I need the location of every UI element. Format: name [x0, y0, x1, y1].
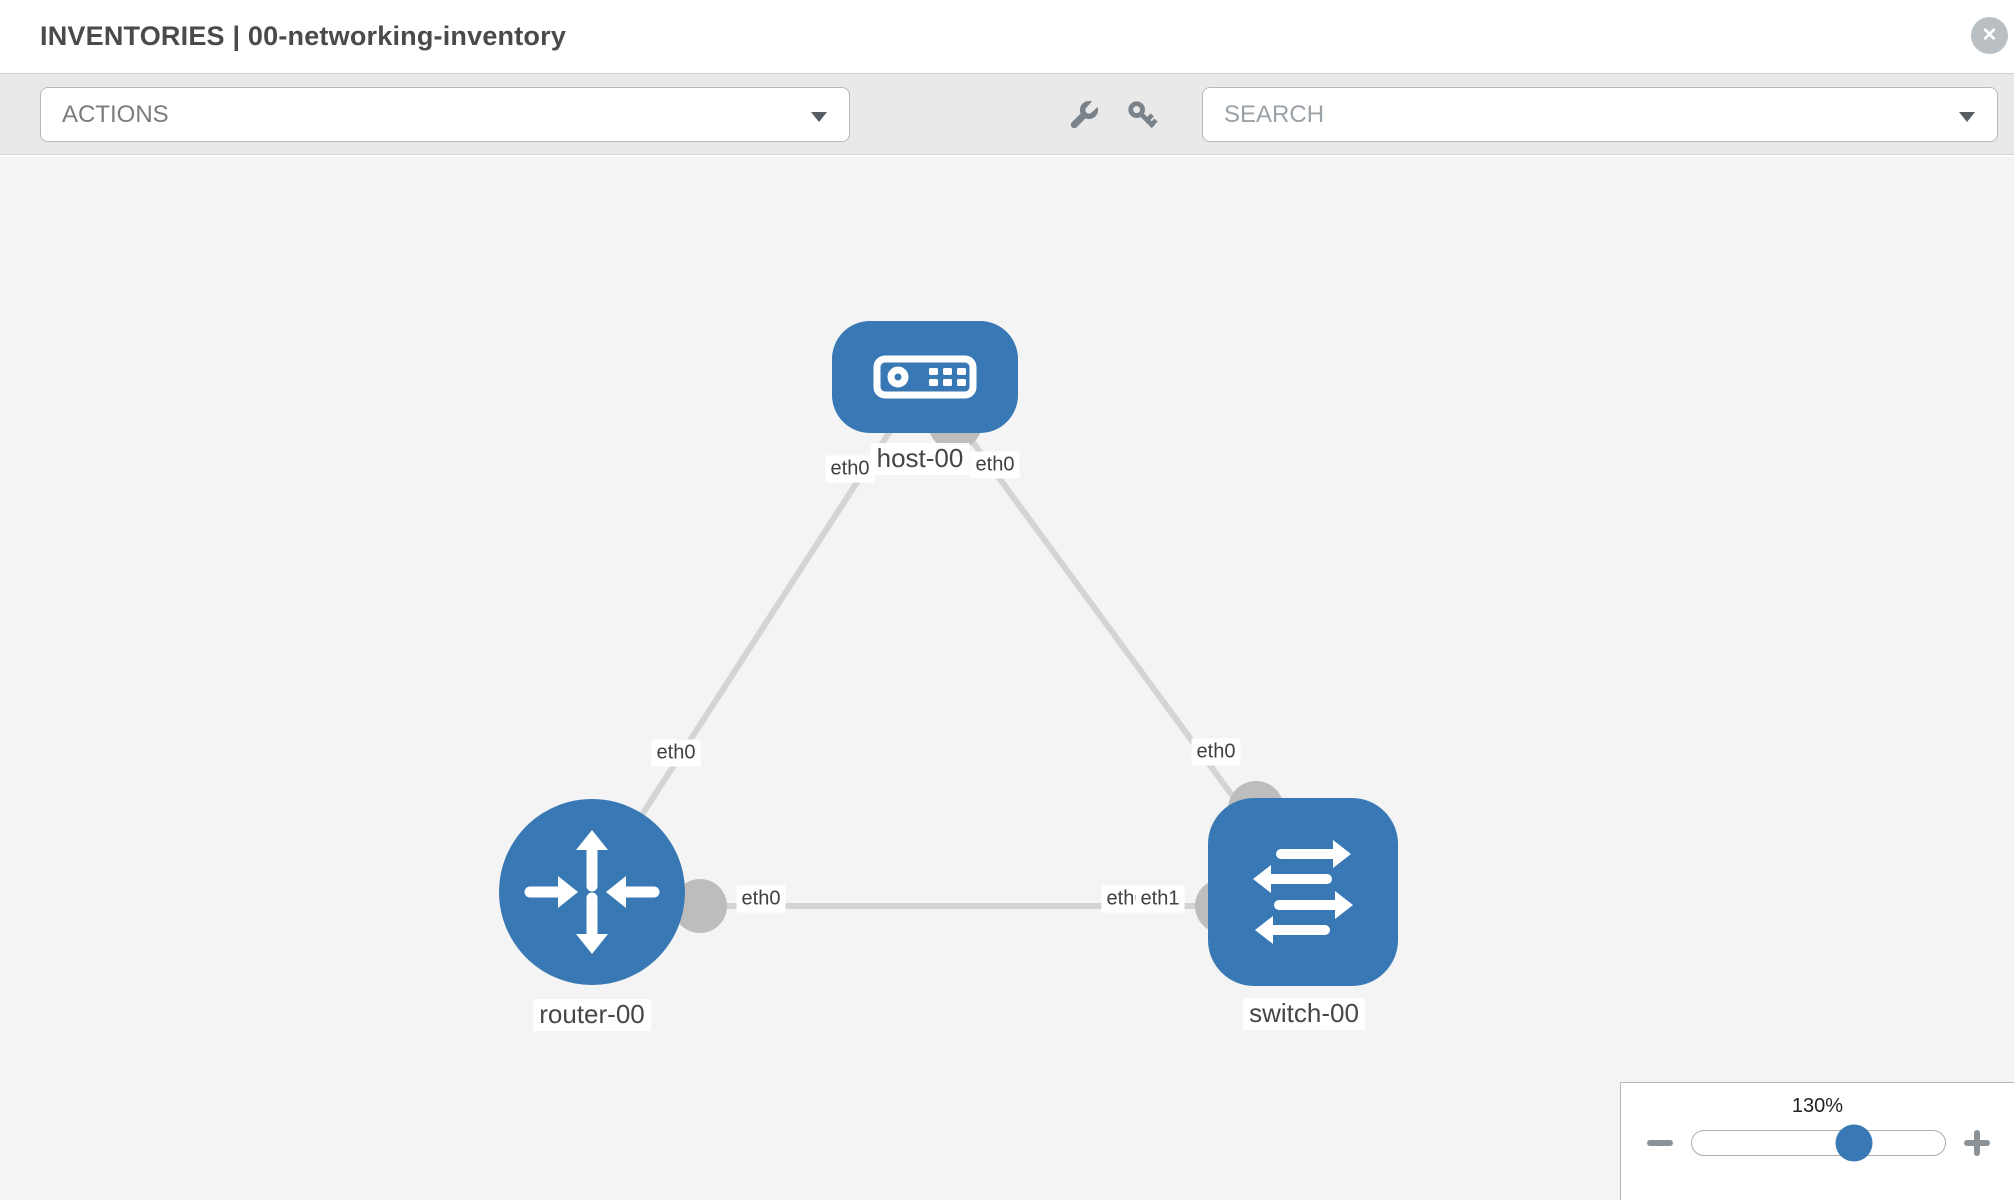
interface-label: eth0	[736, 885, 786, 913]
wrench-icon	[1070, 100, 1099, 129]
actions-dropdown[interactable]: ACTIONS	[40, 87, 850, 142]
search-dropdown[interactable]: SEARCH	[1202, 87, 1998, 142]
zoom-out-minus-icon[interactable]	[1647, 1140, 1673, 1146]
zoom-slider-track[interactable]	[1691, 1124, 1946, 1162]
close-icon[interactable]: ✕	[1971, 17, 2008, 54]
chevron-down-icon	[811, 112, 827, 122]
toolbar: ACTIONS	[0, 73, 2014, 155]
zoom-in-plus-icon[interactable]	[1964, 1130, 1990, 1156]
interface-label: eth0	[970, 451, 1020, 479]
search-placeholder: SEARCH	[1224, 101, 1325, 128]
interface-label: eth1	[1135, 885, 1185, 913]
router-icon	[499, 799, 685, 985]
credentials-button[interactable]	[1124, 97, 1162, 135]
key-icon	[1128, 101, 1158, 129]
node-router-00[interactable]	[499, 799, 685, 985]
host-icon	[873, 355, 977, 399]
interface-port	[673, 879, 727, 933]
zoom-level-value: 130%	[1791, 1095, 1844, 1117]
zoom-control-panel: 130%	[1620, 1082, 2014, 1200]
node-label: host-00	[870, 443, 970, 475]
node-host-00[interactable]	[832, 321, 1018, 433]
interface-label: eth0	[825, 455, 875, 483]
header: INVENTORIES | 00-networking-inventory ✕	[0, 0, 2014, 73]
node-label: router-00	[533, 999, 651, 1031]
configure-tools-button[interactable]	[1064, 97, 1102, 135]
switch-icon	[1208, 798, 1398, 986]
node-label: switch-00	[1243, 998, 1365, 1030]
chevron-down-icon	[1959, 112, 1975, 122]
topology-svg	[499, 321, 1398, 986]
page-title: INVENTORIES | 00-networking-inventory	[40, 21, 567, 51]
zoom-slider-thumb[interactable]	[1835, 1124, 1873, 1162]
interface-label: eth0	[1191, 738, 1241, 766]
actions-dropdown-label: ACTIONS	[62, 101, 169, 128]
node-switch-00[interactable]	[1208, 798, 1398, 986]
interface-label: eth0	[651, 739, 701, 767]
